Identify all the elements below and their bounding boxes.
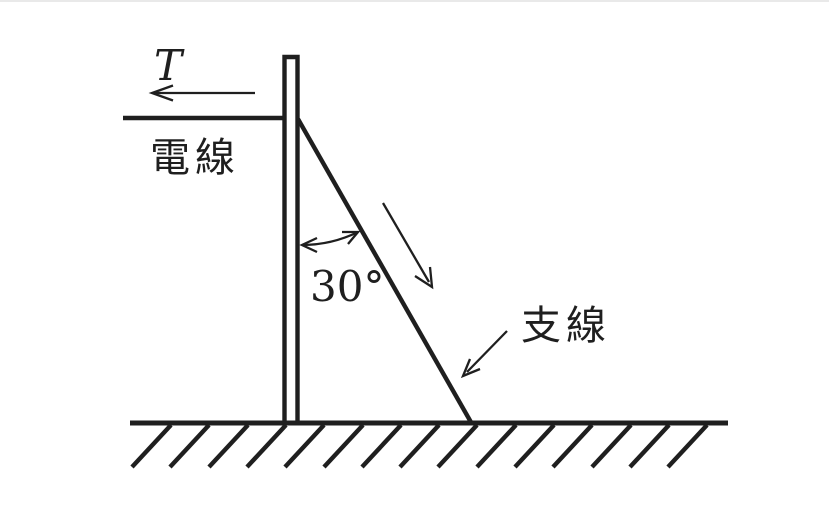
hatch-mark: [130, 423, 173, 469]
hatch-mark: [551, 423, 594, 469]
guy-wire-pointer-arrow: [460, 330, 508, 379]
hatch-mark: [168, 423, 211, 469]
guy-wire-pointer-arrowhead-icon: [460, 358, 481, 379]
guy-wire-line: [296, 117, 474, 426]
guy-wire-pointer-shaft: [466, 330, 508, 373]
angle-arc-left-arrowhead-icon: [299, 236, 318, 254]
hatch-mark: [283, 423, 326, 469]
guy-wire-direction-arrow: [382, 202, 434, 290]
angle-arc: [301, 230, 359, 247]
hatch-mark: [207, 423, 250, 469]
ground-hatching: [130, 423, 709, 469]
hatch-mark: [360, 423, 403, 469]
angle-label: 30°: [310, 262, 384, 311]
angle-arc-right-arrowhead-icon: [342, 230, 361, 245]
hatch-mark: [513, 423, 556, 469]
hatch-mark: [590, 423, 633, 469]
guy-wire-label: 支線: [521, 303, 611, 349]
power-line-label: 電線: [150, 135, 240, 181]
hatch-mark: [398, 423, 441, 469]
hatch-mark: [436, 423, 479, 469]
hatch-mark: [475, 423, 518, 469]
screenshot-top-edge: [0, 0, 829, 2]
tension-label: T: [154, 41, 185, 90]
tension-arrow: [148, 84, 255, 102]
guy-wire-direction-shaft: [382, 202, 430, 283]
hatch-mark: [628, 423, 671, 469]
hatch-mark: [322, 423, 365, 469]
angle-arc-arrow: [299, 230, 361, 254]
utility-pole: [282, 54, 300, 423]
guy-wire-direction-arrowhead-icon: [414, 266, 434, 290]
tension-arrowhead-icon: [148, 84, 174, 102]
hatch-mark: [245, 423, 288, 469]
hatch-mark: [666, 423, 709, 469]
